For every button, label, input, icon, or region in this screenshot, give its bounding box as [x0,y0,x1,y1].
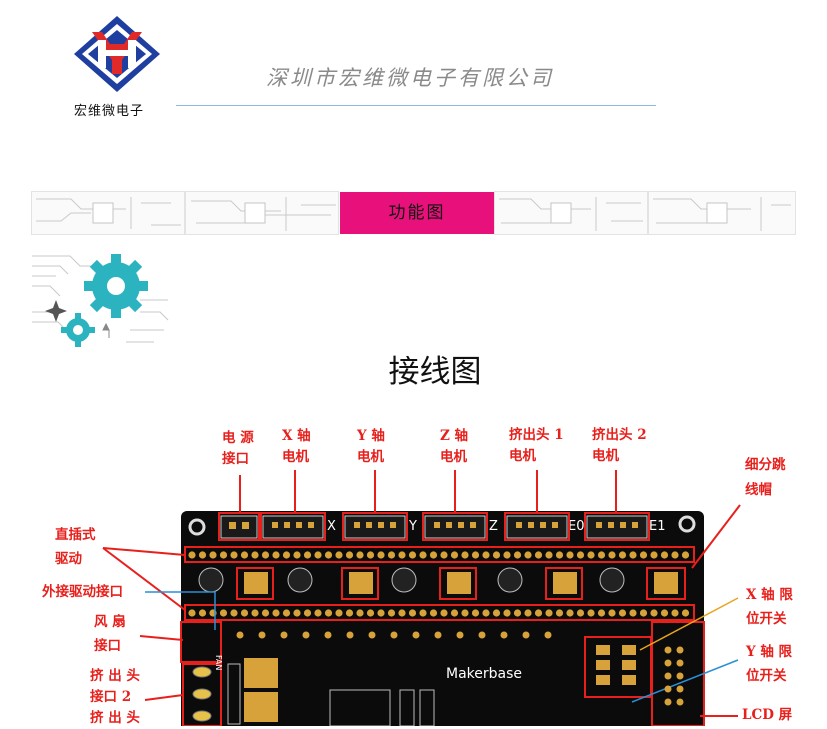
callout-direct-driver-line2: 驱动 [55,551,82,567]
circuit-traces [36,197,791,231]
hw-logo-icon [74,16,160,92]
callout-extruder2-motor: 挤出头 2 电机 [592,425,647,467]
callout-extruder1-line1: 挤出头 1 [509,427,564,443]
callout-extruder1-line2: 电机 [509,448,536,464]
callout-y-limit-line1: Y 轴 限 [746,644,793,660]
callout-power-line1: 电 源 [222,430,254,446]
callout-extruder2-line1: 挤出头 2 [592,427,647,443]
callout-z-motor: Z 轴 电机 [440,426,468,468]
gear-illustration [32,254,169,347]
company-name: 深圳市宏维微电子有限公司 [266,66,554,90]
callout-microstep-line1: 细分跳 [745,457,786,473]
callout-extruder-iface-line1: 挤 出 头 [90,668,140,684]
callout-power: 电 源 接口 [222,428,254,470]
callout-power-line2: 接口 [222,451,249,467]
callout-x-motor-line1: X 轴 [282,428,311,444]
callout-extruder1-motor: 挤出头 1 电机 [509,425,564,467]
callout-extruder2-line2: 电机 [592,448,619,464]
callout-z-motor-line2: 电机 [440,449,467,465]
logo-caption: 宏维微电子 [74,104,145,119]
header-divider [176,105,656,106]
callout-x-motor: X 轴 电机 [282,426,311,468]
callout-extruder-iface-line2: 接口 2 [90,689,132,705]
callout-microstep-jumper: 细分跳 线帽 [745,453,786,503]
callout-lcd: LCD 屏 [742,707,793,723]
callout-x-motor-line2: 电机 [282,449,309,465]
callout-y-limit-line2: 位开关 [746,668,787,684]
section-banner [31,191,796,235]
callout-y-motor-line2: 电机 [357,449,384,465]
callout-fan: 风 扇 接口 [94,610,126,658]
callout-direct-driver-line1: 直插式 [55,527,96,543]
callout-y-motor-line1: Y 轴 [357,428,385,444]
callout-extruder-interface: 挤 出 头 接口 2 挤 出 头 [90,666,140,729]
callout-y-motor: Y 轴 电机 [357,426,385,468]
callout-fan-line1: 风 扇 [94,614,126,630]
callout-z-motor-line1: Z 轴 [440,428,469,444]
callout-direct-driver: 直插式 驱动 [55,523,96,571]
callout-x-limit: X 轴 限 位开关 [746,583,793,631]
callout-microstep-line2: 线帽 [745,482,772,498]
callout-fan-line2: 接口 [94,638,121,654]
callout-x-limit-line1: X 轴 限 [746,587,793,603]
banner-title: 功能图 [340,192,494,234]
callout-extruder-iface-line3: 挤 出 头 [90,710,140,726]
callout-external-driver: 外接驱动接口 [42,584,123,600]
wiring-diagram-title: 接线图 [388,354,482,390]
controller-board [181,511,704,726]
callout-x-limit-line2: 位开关 [746,611,787,627]
callout-y-limit: Y 轴 限 位开关 [746,640,792,688]
